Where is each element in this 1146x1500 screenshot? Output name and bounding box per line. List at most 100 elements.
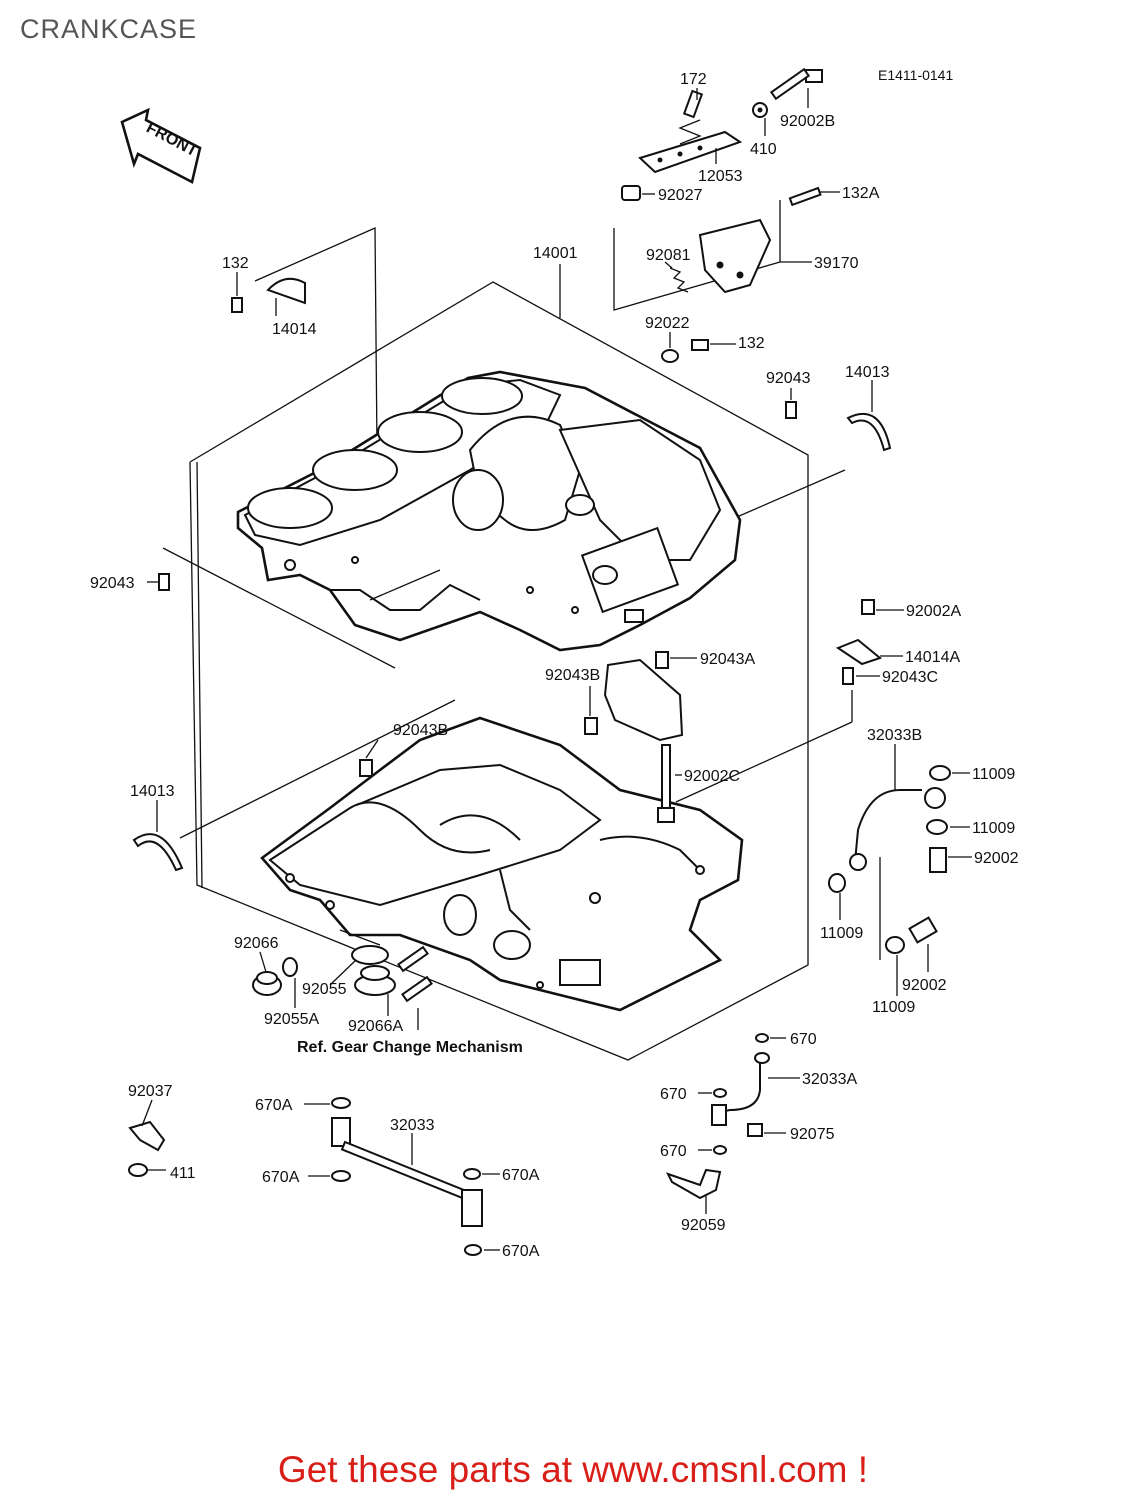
o-ring-670-b — [713, 1088, 727, 1098]
washer-11009-c — [828, 873, 846, 893]
label-11009-b: 11009 — [972, 820, 1015, 837]
label-12053: 12053 — [698, 168, 743, 185]
label-92043C: 92043C — [882, 669, 938, 686]
label-92075: 92075 — [790, 1126, 835, 1143]
oil-pipe-32033A — [719, 1058, 761, 1113]
label-92043-left: 92043 — [90, 575, 135, 592]
dowel-92043-left — [158, 573, 170, 591]
dowel-92043C — [842, 667, 854, 685]
label-14001: 14001 — [533, 245, 578, 262]
o-ring-670-c — [713, 1145, 727, 1155]
part-labels: 172 92002B 410 12053 92027 132A 92081 39… — [90, 71, 1019, 1260]
page-title: CRANKCASE — [20, 14, 198, 44]
lower-crankcase — [260, 716, 744, 1012]
dowel-92043-top — [785, 401, 797, 419]
o-ring-92055 — [351, 945, 389, 965]
label-39170: 39170 — [814, 255, 859, 272]
label-92059: 92059 — [681, 1217, 726, 1234]
o-ring-92055A — [282, 957, 298, 977]
plug-92066 — [252, 971, 282, 996]
label-670-b: 670 — [660, 1086, 687, 1103]
oil-pipe-32033B — [854, 789, 922, 863]
clamp-92037 — [128, 1120, 166, 1152]
washer-11009-b — [926, 819, 948, 835]
assembly-frame — [162, 200, 881, 1061]
label-11009-c: 11009 — [820, 925, 863, 942]
label-92002B: 92002B — [780, 113, 835, 130]
half-ring-14013-top — [846, 412, 892, 452]
label-132A: 132A — [842, 185, 880, 202]
label-32033: 32033 — [390, 1117, 435, 1134]
label-670A-c: 670A — [502, 1167, 540, 1184]
front-arrow-icon: FRONT — [120, 107, 202, 184]
label-14013-top: 14013 — [845, 364, 890, 381]
plug-92066A — [354, 965, 396, 996]
label-92002-b: 92002 — [902, 977, 947, 994]
washer-11009-d — [885, 936, 905, 954]
label-92043B-left: 92043B — [393, 722, 448, 739]
bolt-92002B — [769, 67, 823, 101]
bolt-132A — [788, 186, 822, 207]
dowel-92043B-center — [584, 717, 598, 735]
label-670-c: 670 — [660, 1143, 687, 1160]
label-92022: 92022 — [645, 315, 690, 332]
bolt-92002-a — [929, 847, 947, 873]
label-92066: 92066 — [234, 935, 279, 952]
label-92081: 92081 — [646, 247, 691, 264]
main-bearing-cap — [603, 658, 684, 742]
grommet-411 — [128, 1163, 148, 1177]
collar-92027 — [621, 185, 641, 201]
label-92002-a: 92002 — [974, 850, 1019, 867]
label-11009-a: 11009 — [972, 766, 1015, 783]
clip-92075 — [747, 1123, 763, 1137]
label-132-mid: 132 — [738, 335, 765, 352]
label-92043-top: 92043 — [766, 370, 811, 387]
label-92037: 92037 — [128, 1083, 173, 1100]
label-670A-a: 670A — [255, 1097, 293, 1114]
washer-11009-a — [929, 765, 951, 781]
diagram-code: E1411-0141 — [878, 67, 953, 83]
dowel-92043B-left — [359, 759, 373, 777]
cover-14014 — [266, 277, 306, 305]
ref-note: Ref. Gear Change Mechanism — [297, 1039, 523, 1056]
label-32033B: 32033B — [867, 727, 922, 744]
label-92066A: 92066A — [348, 1018, 403, 1035]
dowel-92043A — [655, 651, 669, 669]
label-92055A: 92055A — [264, 1011, 319, 1028]
bolt-132 — [231, 297, 243, 313]
label-14014A: 14014A — [905, 649, 960, 666]
bolt-92002C — [657, 744, 675, 823]
leader-lines — [141, 88, 972, 1251]
tensioner-39170 — [698, 218, 772, 294]
label-172: 172 — [680, 71, 707, 88]
label-670A-b: 670A — [262, 1169, 300, 1186]
label-14014: 14014 — [272, 321, 317, 338]
guide-12053 — [638, 130, 743, 174]
label-92043A: 92043A — [700, 651, 755, 668]
washer-92022 — [661, 349, 679, 363]
oil-pipe-32033 — [331, 1097, 483, 1256]
bolt-92002-b — [908, 916, 938, 944]
plate-14014A — [835, 638, 883, 666]
label-32033A: 32033A — [802, 1071, 857, 1088]
label-92002A: 92002A — [906, 603, 961, 620]
label-92055: 92055 — [302, 981, 347, 998]
label-92043B-center: 92043B — [545, 667, 600, 684]
upper-crankcase-14001 — [236, 370, 742, 652]
bolt-92002A — [861, 599, 875, 615]
label-92027: 92027 — [658, 187, 703, 204]
label-670A-d: 670A — [502, 1243, 540, 1260]
shaft-gear-change — [401, 975, 433, 1003]
label-14013-bottom: 14013 — [130, 783, 175, 800]
joint-92059 — [666, 1168, 722, 1200]
label-670-a: 670 — [790, 1031, 817, 1048]
label-92002C: 92002C — [684, 768, 740, 785]
bolt-132-mid — [691, 339, 709, 351]
label-11009-d: 11009 — [872, 999, 915, 1016]
half-ring-14013-bottom — [132, 833, 184, 872]
shaft-gear-change-2 — [397, 945, 429, 973]
label-411: 411 — [170, 1165, 196, 1182]
footer-promo-text[interactable]: Get these parts at www.cmsnl.com ! — [277, 1449, 869, 1490]
stud-172 — [678, 89, 704, 145]
